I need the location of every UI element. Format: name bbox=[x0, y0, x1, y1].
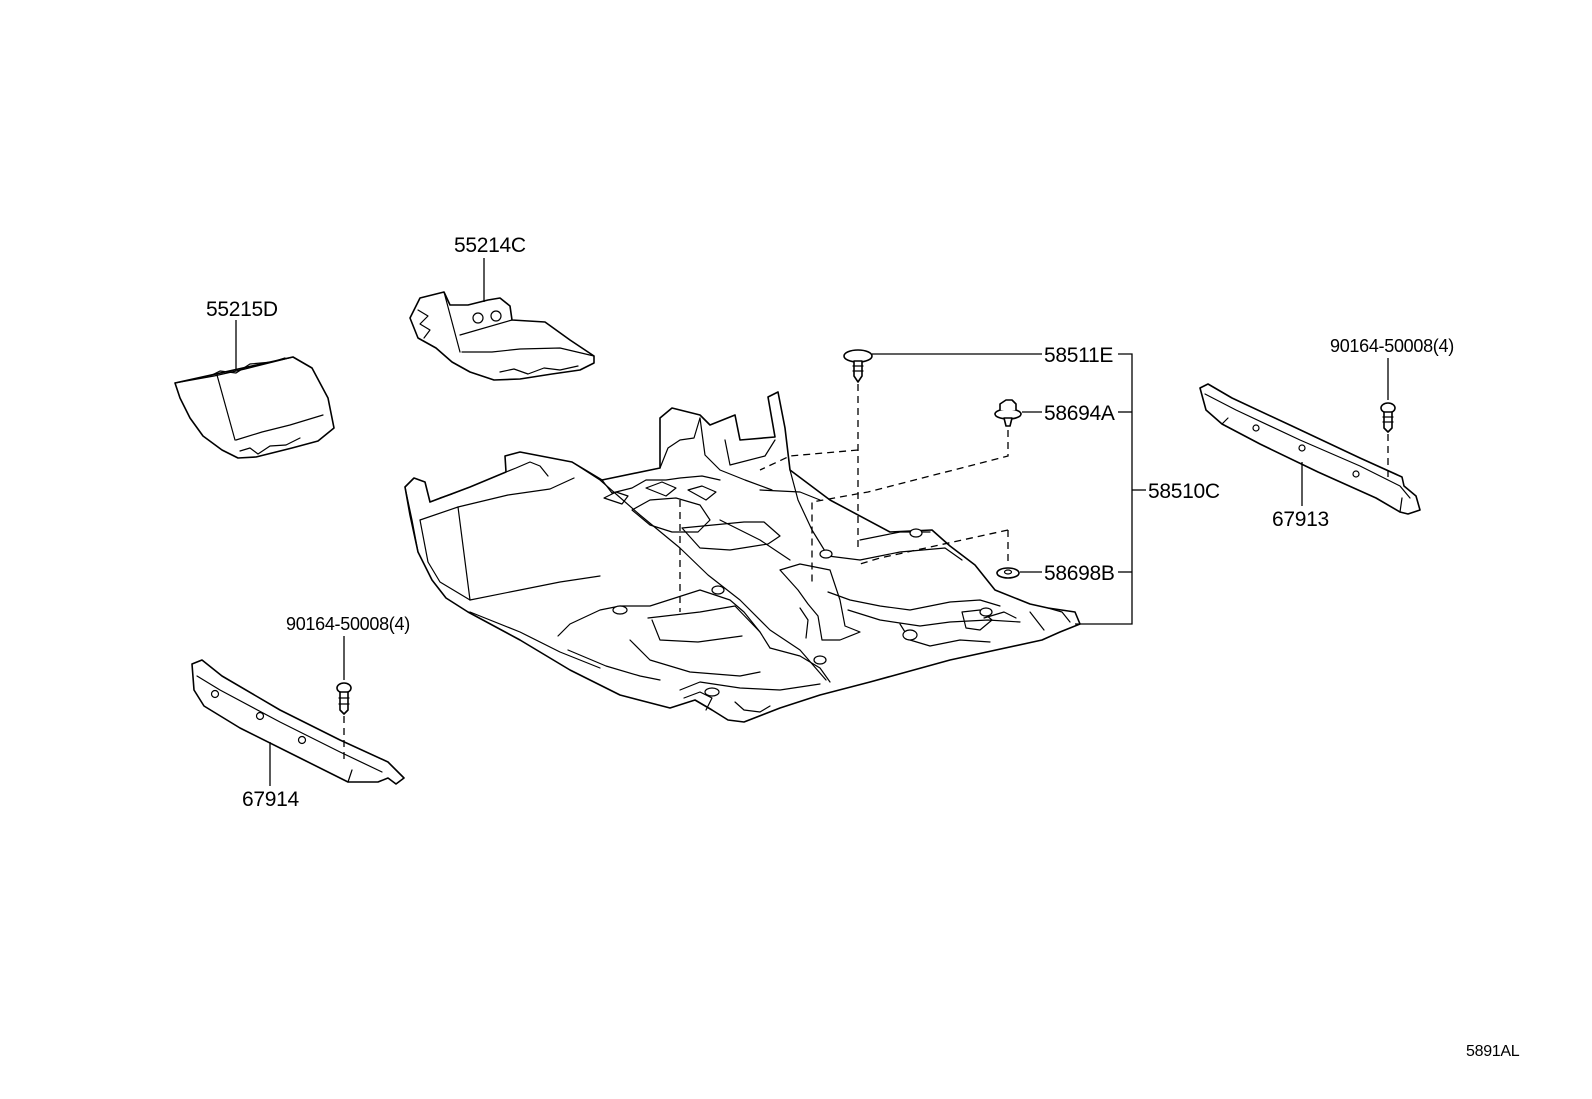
label-55214c: 55214C bbox=[454, 234, 526, 257]
label-58698b: 58698B bbox=[1044, 562, 1115, 585]
part-55214c-pad[interactable] bbox=[409, 291, 595, 381]
part-58698b-washer[interactable] bbox=[996, 567, 1020, 579]
label-67913: 67913 bbox=[1272, 508, 1329, 531]
installation-lines bbox=[343, 384, 1389, 762]
label-90164-right: 90164-50008(4) bbox=[1330, 336, 1454, 356]
part-67913-scuff-plate[interactable] bbox=[1199, 383, 1421, 515]
part-58694a-fastener[interactable] bbox=[994, 399, 1022, 427]
label-58511e: 58511E bbox=[1044, 344, 1113, 367]
label-58510c: 58510C bbox=[1148, 480, 1220, 503]
part-58510c-floor-carpet[interactable] bbox=[404, 391, 1081, 723]
label-90164-left: 90164-50008(4) bbox=[286, 614, 410, 634]
part-67914-scuff-plate[interactable] bbox=[191, 659, 405, 785]
part-55215d-pad[interactable] bbox=[174, 356, 335, 459]
part-90164-screw-right[interactable] bbox=[1380, 402, 1396, 433]
leader-lines bbox=[235, 258, 1389, 786]
part-58511e-clip[interactable] bbox=[843, 349, 873, 383]
label-58694a: 58694A bbox=[1044, 402, 1115, 425]
part-90164-screw-left[interactable] bbox=[336, 682, 352, 715]
label-67914: 67914 bbox=[242, 788, 300, 811]
drawing-code: 5891AL bbox=[1466, 1043, 1520, 1060]
label-55215d: 55215D bbox=[206, 298, 278, 321]
